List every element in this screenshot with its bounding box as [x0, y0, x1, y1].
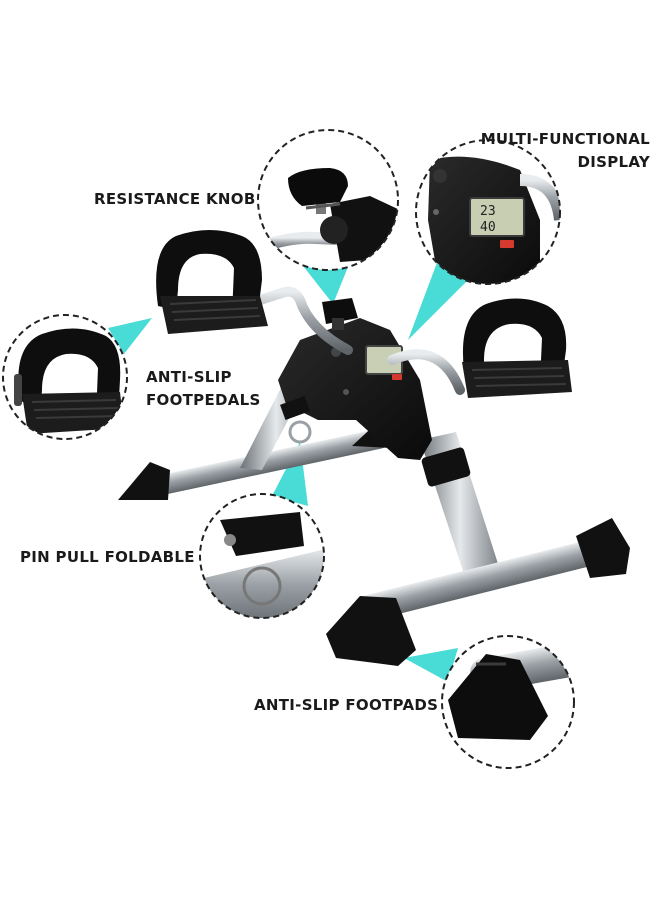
display-readout-line2: 40	[480, 220, 496, 235]
label-line: FOOTPEDALS	[146, 391, 261, 409]
label-line: DISPLAY	[577, 153, 650, 171]
label-pin-pull-foldable: PIN PULL FOLDABLE	[20, 548, 195, 566]
detail-resistance-knob	[257, 129, 399, 271]
detail-display	[415, 139, 561, 285]
pointer-footpads	[404, 648, 458, 682]
detail-pin-pull	[199, 493, 325, 619]
pointer-resistance-knob	[300, 262, 350, 304]
detail-footpedals	[2, 314, 128, 440]
label-resistance-knob: RESISTANCE KNOB	[94, 190, 256, 208]
label-anti-slip-footpedals: ANTI-SLIP FOOTPEDALS	[146, 366, 261, 412]
pedal-exerciser	[118, 230, 630, 666]
label-line: MULTI-FUNCTIONAL	[480, 130, 650, 148]
pointer-display	[408, 260, 468, 340]
label-multi-functional-display: MULTI-FUNCTIONAL DISPLAY	[481, 128, 650, 174]
label-line: ANTI-SLIP	[146, 368, 232, 386]
detail-footpads	[441, 635, 575, 769]
label-anti-slip-footpads: ANTI-SLIP FOOTPADS	[254, 696, 439, 714]
display-readout-line1: 23	[480, 204, 496, 219]
